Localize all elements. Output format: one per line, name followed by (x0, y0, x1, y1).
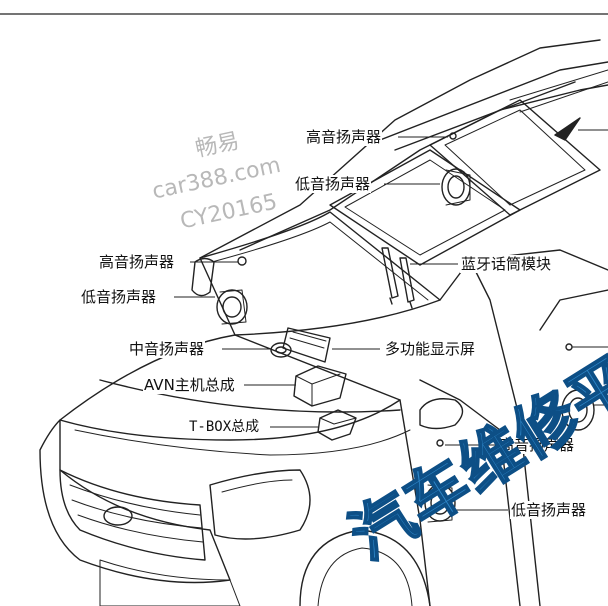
label-left-tweeter: 高音扬声器 (98, 253, 175, 271)
label-roof-woofer: 低音扬声器 (294, 175, 371, 193)
shark-fin-antenna (555, 118, 580, 140)
label-midrange: 中音扬声器 (128, 340, 205, 358)
left-woofer-speaker (217, 290, 247, 324)
left-tweeter (238, 257, 246, 265)
label-door-woofer: 低音扬声器 (510, 501, 587, 519)
roof-line (200, 40, 600, 258)
label-avn-unit: AVN主机总成 (143, 376, 236, 394)
headlight (210, 470, 310, 539)
roof-woofer-speaker (442, 169, 470, 205)
avn-head-unit (294, 366, 346, 406)
label-bluetooth-mic: 蓝牙话筒模块 (460, 255, 552, 273)
label-multi-display: 多功能显示屏 (384, 340, 476, 358)
label-roof-tweeter: 高音扬声器 (305, 128, 382, 146)
front-sunroof (330, 150, 520, 265)
label-tbox: T-BOX总成 (188, 418, 260, 436)
brand-emblem (104, 507, 132, 525)
tbox-unit (318, 410, 356, 440)
label-left-woofer: 低音扬声器 (80, 288, 157, 306)
front-bumper (40, 420, 230, 583)
